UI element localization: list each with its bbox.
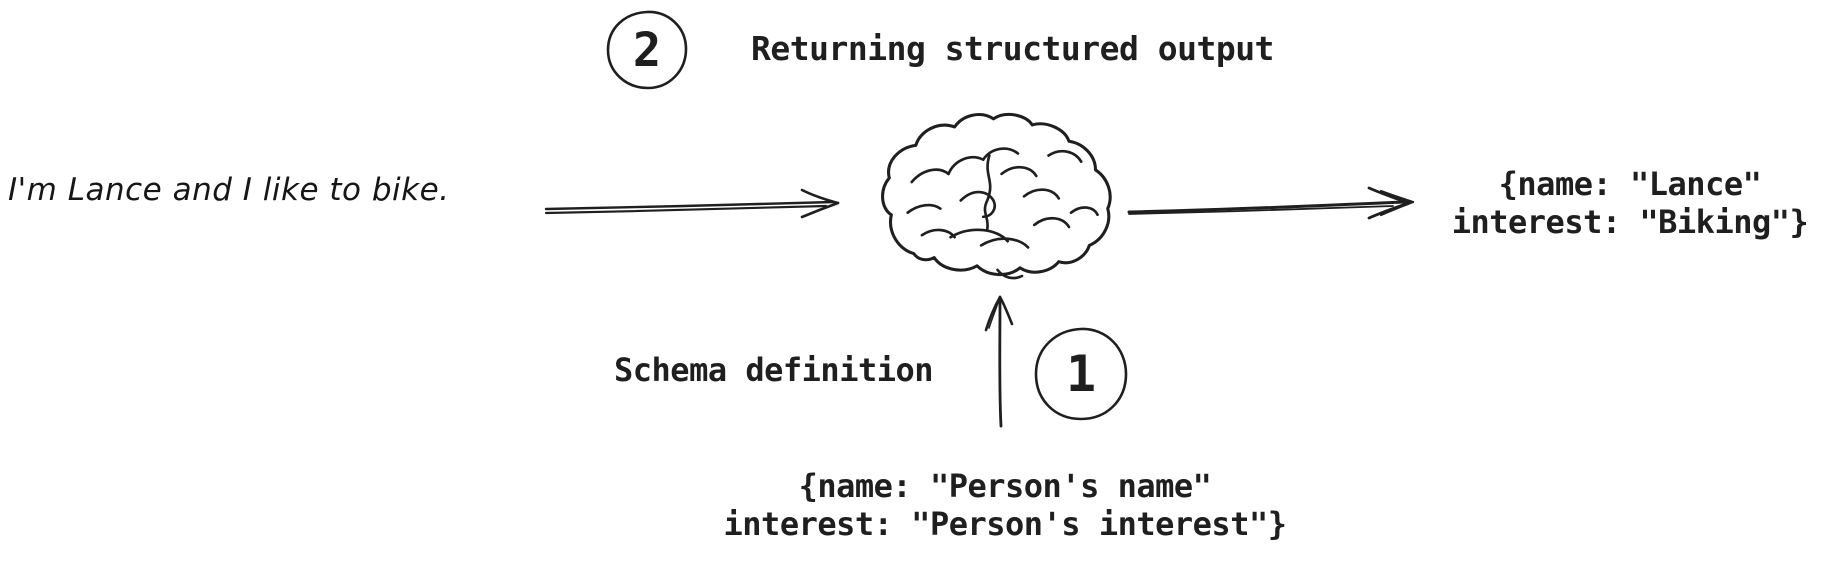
circle-outline-icon bbox=[1034, 327, 1128, 421]
schema-arrow-up-icon bbox=[984, 295, 1014, 428]
user-input-text: I'm Lance and I like to bike. bbox=[8, 172, 450, 208]
schema-definition-label: Schema definition bbox=[614, 351, 934, 389]
step-2-badge: 2 bbox=[605, 9, 689, 91]
circle-outline-icon bbox=[606, 10, 688, 90]
input-arrow-right-icon bbox=[544, 188, 840, 219]
schema-line-2: interest: "Person's interest"} bbox=[723, 505, 1287, 543]
step-2-number: 2 bbox=[632, 22, 662, 78]
structured-output-text: {name: "Lance" interest: "Biking"} bbox=[1430, 165, 1830, 241]
step-1-number: 1 bbox=[1065, 345, 1097, 403]
output-line-2: interest: "Biking"} bbox=[1451, 203, 1809, 241]
step-1-badge: 1 bbox=[1033, 326, 1129, 422]
brain-icon bbox=[881, 112, 1112, 280]
schema-line-1: {name: "Person's name" bbox=[798, 467, 1212, 505]
schema-text: {name: "Person's name" interest: "Person… bbox=[705, 467, 1305, 543]
output-line-1: {name: "Lance" bbox=[1498, 165, 1762, 203]
output-arrow-right-icon bbox=[1127, 186, 1415, 220]
diagram-title: Returning structured output bbox=[751, 29, 1274, 68]
